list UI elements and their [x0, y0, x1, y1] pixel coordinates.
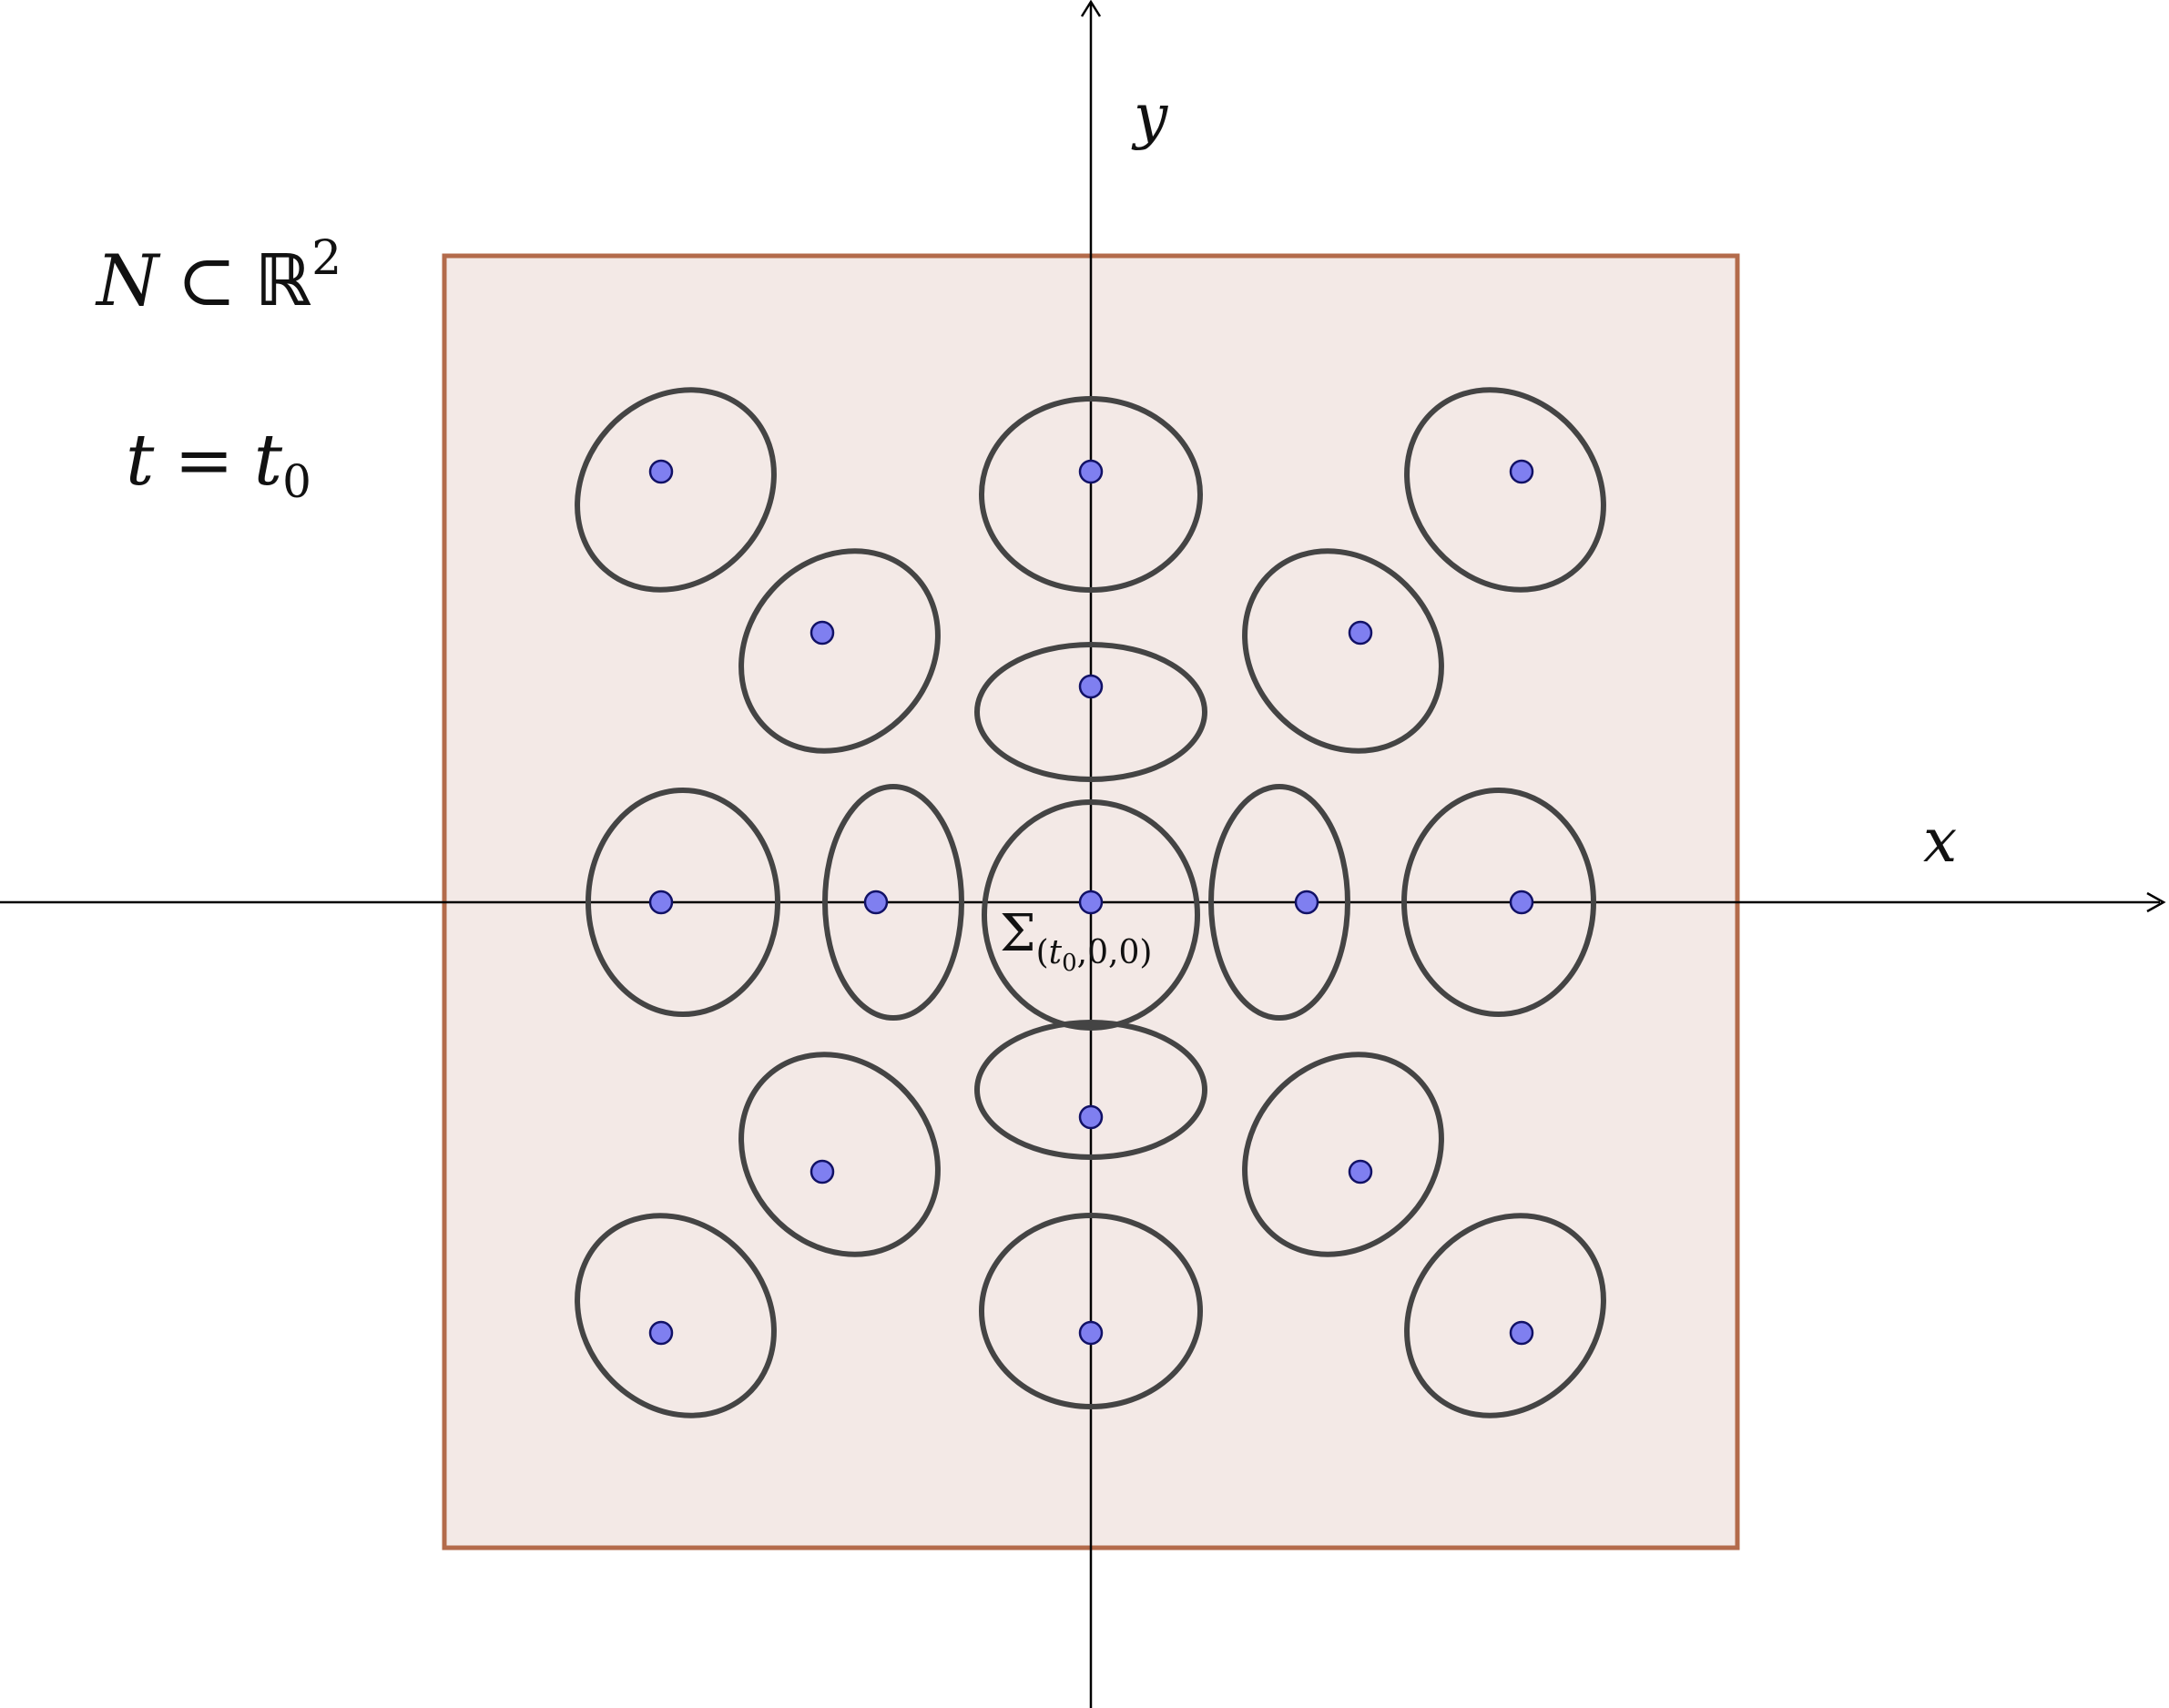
x-axis-arrowhead — [2146, 891, 2166, 913]
time-label-t0-subscript: 0 — [282, 455, 311, 508]
time-label: t=t0 — [126, 420, 311, 508]
point — [1294, 890, 1319, 915]
point — [1078, 1104, 1104, 1130]
point — [1078, 459, 1104, 484]
ellipse-lower-right-inner — [1242, 1052, 1444, 1257]
time-label-t0: t — [254, 420, 283, 502]
ellipse-upper-left-inner — [738, 548, 941, 754]
ellipse-center — [982, 799, 1200, 1031]
subset-symbol: ⊂ — [177, 240, 236, 322]
ellipse-middle-left-inner — [822, 784, 964, 1021]
point — [810, 1159, 835, 1184]
ellipse-lower-center-outer — [979, 1213, 1203, 1409]
sigma-subscript-t: t — [1049, 934, 1063, 971]
point — [648, 1320, 674, 1346]
region-label-n: N — [95, 240, 161, 322]
point — [1348, 620, 1373, 646]
point — [1078, 1320, 1104, 1346]
ellipse-middle-right-outer — [1401, 788, 1596, 1017]
ellipse-lower-left-outer — [575, 1213, 777, 1418]
region-label: N⊂ℝ2 — [95, 231, 341, 322]
ellipse-upper-right-outer — [1404, 387, 1606, 593]
ellipse-lower-right-outer — [1404, 1213, 1606, 1418]
reals-symbol: ℝ — [255, 240, 312, 322]
point — [810, 620, 835, 646]
point — [863, 890, 889, 915]
point — [1509, 459, 1534, 484]
ellipse-upper-right-inner — [1242, 548, 1444, 754]
ellipse-upper-center-outer — [979, 396, 1203, 593]
y-axis-arrowhead — [1080, 0, 1102, 17]
sigma-label: Σ(t0,0,0) — [1000, 904, 1152, 977]
x-axis-label: x — [1923, 806, 1957, 876]
point — [1509, 890, 1534, 915]
time-label-t: t — [126, 420, 155, 502]
point — [1509, 1320, 1534, 1346]
ellipse-upper-center-inner — [974, 642, 1207, 782]
sigma-subscript-rest: ,0,0) — [1077, 934, 1153, 971]
ellipse-middle-left-outer — [586, 788, 780, 1017]
point — [648, 459, 674, 484]
point — [1078, 890, 1104, 915]
region-label-exponent: 2 — [311, 231, 341, 286]
point — [648, 890, 674, 915]
sigma-subscript-open: ( — [1036, 934, 1049, 971]
point — [1348, 1159, 1373, 1184]
sigma-subscript-t-sub: 0 — [1062, 950, 1077, 977]
ellipse-lower-left-inner — [738, 1052, 941, 1257]
sigma-symbol: Σ — [1000, 904, 1036, 963]
y-axis-label: y — [1131, 81, 1168, 151]
points-group — [648, 459, 1534, 1346]
ellipse-lower-center-inner — [974, 1020, 1207, 1160]
point — [1078, 674, 1104, 699]
ellipse-upper-left-outer — [575, 387, 777, 593]
ellipses-group — [575, 387, 1606, 1418]
equals-sign: = — [174, 420, 233, 502]
ellipse-middle-right-inner — [1208, 784, 1350, 1021]
